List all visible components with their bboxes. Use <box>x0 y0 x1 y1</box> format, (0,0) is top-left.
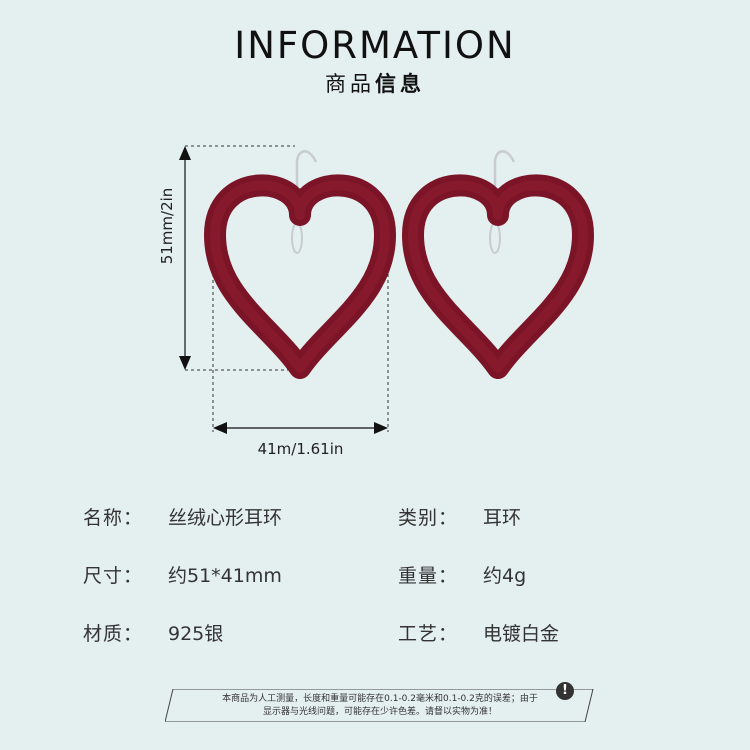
spec-label: 重量： <box>398 565 459 587</box>
spec-label: 工艺： <box>398 623 459 645</box>
spec-category: 类别： 耳环 <box>398 503 521 530</box>
spec-label: 尺寸： <box>83 565 144 587</box>
right-earring <box>413 150 583 368</box>
spec-craft: 工艺： 电镀白金 <box>398 619 559 646</box>
spec-value: 耳环 <box>483 507 522 529</box>
notice-line-2: 显示器与光线问题，可能存在少许色差。请督以实物为准！ <box>262 707 497 717</box>
spec-value: 925银 <box>168 623 224 645</box>
spec-value: 电镀白金 <box>483 623 560 645</box>
spec-label: 类别： <box>398 507 459 529</box>
subtitle-part-b: 信息 <box>375 72 425 96</box>
page-title: INFORMATION <box>234 24 516 67</box>
width-arrow <box>213 422 388 434</box>
subtitle-part-a: 商品 <box>325 72 375 96</box>
notice-text: 本商品为人工测量，长度和重量可能存在0.1-0.2毫米和0.1-0.2克的误差；… <box>201 693 559 719</box>
spec-material: 材质： 925银 <box>83 619 223 646</box>
notice-frame <box>165 689 594 722</box>
page-subtitle: 商品信息 <box>0 68 750 98</box>
spec-label: 材质： <box>83 623 144 645</box>
spec-name: 名称： 丝绒心形耳环 <box>83 503 282 530</box>
height-arrow <box>179 146 191 370</box>
exclamation-icon: ! <box>556 682 574 700</box>
dimension-guides <box>185 145 389 432</box>
height-label: 51mm/2in <box>158 187 176 265</box>
spec-size: 尺寸： 约51*41mm <box>83 561 282 588</box>
spec-value: 约4g <box>483 565 527 587</box>
product-illustration <box>179 145 750 434</box>
spec-value: 丝绒心形耳环 <box>168 507 283 529</box>
spec-weight: 重量： 约4g <box>398 561 526 588</box>
notice-box: 本商品为人工测量，长度和重量可能存在0.1-0.2毫米和0.1-0.2克的误差；… <box>165 689 595 722</box>
left-earring <box>215 150 385 368</box>
notice-line-1: 本商品为人工测量，长度和重量可能存在0.1-0.2毫米和0.1-0.2克的误差；… <box>222 694 538 704</box>
width-label: 41m/1.61in <box>257 440 344 458</box>
spec-label: 名称： <box>83 507 144 529</box>
spec-value: 约51*41mm <box>168 565 282 587</box>
